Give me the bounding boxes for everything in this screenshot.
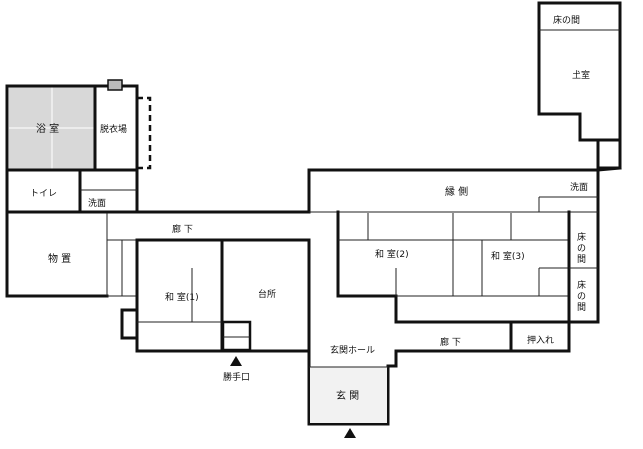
washitsu1-kitchen-block: 和 室(1) 台所 xyxy=(120,238,311,353)
south-corridor-block: 廊 下 押入れ xyxy=(394,320,571,353)
room-label-washitsu3: 和 室(3) xyxy=(491,250,525,262)
main-entrance-triangle-icon xyxy=(344,428,356,438)
room-label-washroom-right: 洗面 xyxy=(570,181,588,193)
label-katteguchi: 勝手口 xyxy=(223,371,250,383)
room-label-tokonoma-right-1: 床の間 xyxy=(577,231,586,265)
vent-box xyxy=(107,79,123,91)
room-label-engawa: 縁 側 xyxy=(445,185,468,198)
northeast-wing: 床の間 𡈽室 xyxy=(537,1,622,170)
room-label-genkan-hall: 玄関ホール xyxy=(330,344,375,356)
toilet-block: トイレ 洗面 xyxy=(30,168,137,214)
room-label-kitchen: 台所 xyxy=(258,288,276,300)
room-label-washitsu2: 和 室(2) xyxy=(375,248,409,260)
engawa-block: 縁 側 洗面 xyxy=(307,166,622,324)
room-label-washroom-left: 洗面 xyxy=(88,197,106,209)
room-label-corridor-bottom: 廊 下 xyxy=(440,336,461,348)
room-label-bath: 浴 室 xyxy=(36,122,59,135)
room-label-tokonoma-right-2: 床の間 xyxy=(577,279,586,313)
room-label-oshiire: 押入れ xyxy=(527,334,554,346)
room-label-corridor-top: 廊 下 xyxy=(172,223,193,235)
washitsu23-block: 和 室(2) 和 室(3) 床の間 床の間 xyxy=(336,210,598,324)
room-label-toilet: トイレ xyxy=(30,189,57,199)
room-label-washitsu1: 和 室(1) xyxy=(165,291,199,303)
room-label-tokonoma-top: 床の間 xyxy=(553,14,580,26)
room-label-dressing: 脱衣場 xyxy=(100,123,127,135)
service-entrance-triangle-icon xyxy=(230,356,242,366)
room-label-storage: 物 置 xyxy=(48,252,71,265)
room-label-sakuma: 𡈽室 xyxy=(572,69,590,81)
bath-block: 浴 室 脱衣場 xyxy=(5,79,152,298)
genkan-block: 玄関ホール 玄 関 xyxy=(307,344,398,426)
storage-block: 物 置 xyxy=(5,213,137,298)
room-label-genkan: 玄 関 xyxy=(336,389,359,402)
genkan-floor-fill xyxy=(310,367,387,423)
service-step xyxy=(221,320,252,352)
